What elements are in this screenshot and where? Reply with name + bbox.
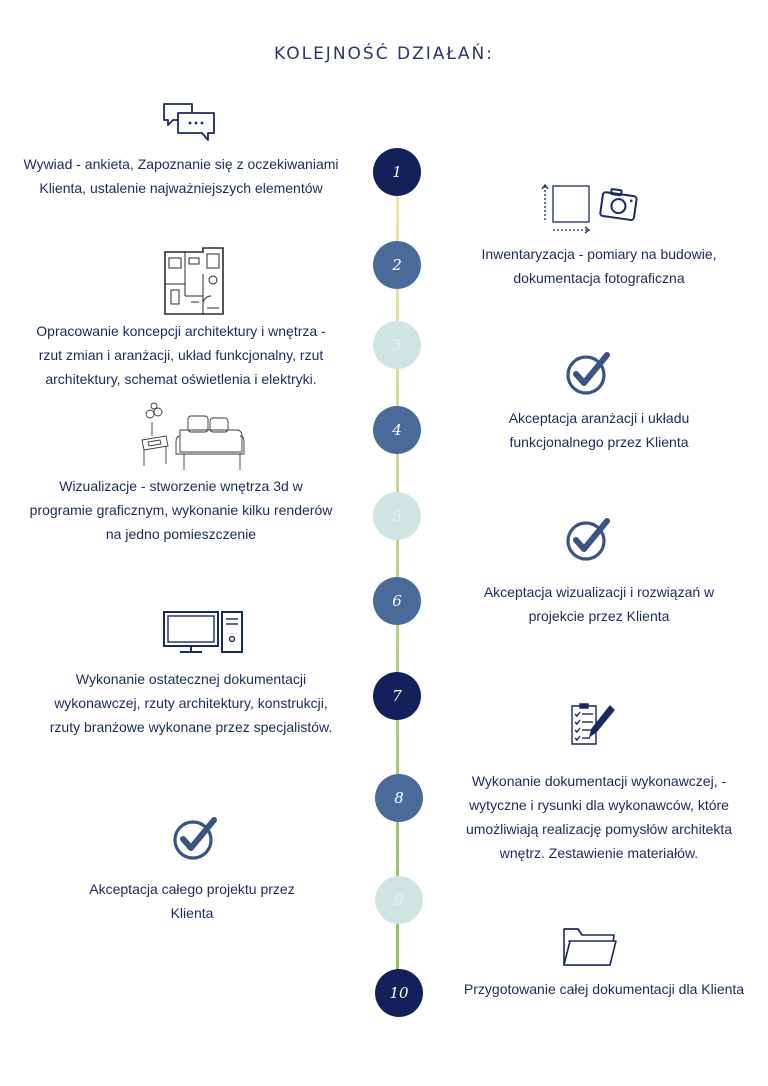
step-text-line: rzuty branżowe wykonane przez specjalist… [49, 719, 333, 735]
step-5-text: Wizualizacje - stworzenie wnętrza 3d w p… [0, 474, 362, 546]
step-9-circle: 9 [375, 876, 423, 924]
step-10-text: Przygotowanie całej dokumentacji dla Kli… [440, 977, 768, 1001]
step-text-line: rzut zmian i aranżacji, układ funkcjonal… [38, 347, 324, 363]
step-9-text: Akceptacja całego projektu przez Klienta [0, 877, 384, 925]
step-2-circle: 2 [373, 241, 421, 289]
step-6-circle: 6 [373, 577, 421, 625]
step-text-line: Wywiad - ankieta, Zapoznanie się z oczek… [23, 156, 339, 172]
step-8-text: Wykonanie dokumentacji wykonawczej, - wy… [430, 769, 768, 865]
sofa-sketch-icon [136, 402, 248, 474]
step-text-line: umożliwiają realizację pomysłów architek… [465, 821, 733, 837]
step-text-line: funkcjonalnego przez Klienta [509, 434, 689, 450]
checkmark-icon [565, 350, 611, 396]
step-3-text: Opracowanie koncepcji architektury i wnę… [0, 319, 362, 391]
measure-camera-icon [540, 182, 640, 234]
step-number: 7 [392, 687, 402, 705]
chat-bubbles-icon [162, 101, 218, 143]
step-number: 2 [392, 256, 402, 274]
computer-icon [162, 609, 246, 655]
step-number: 6 [392, 592, 402, 610]
step-number: 8 [394, 789, 404, 807]
folder-icon [560, 921, 618, 969]
step-text-line: na jedno pomieszczenie [105, 526, 257, 542]
step-text-line: Wykonanie ostatecznej dokumentacji [75, 671, 307, 687]
step-2-text: Inwentaryzacja - pomiary na budowie, dok… [430, 242, 768, 290]
step-5-circle: 5 [373, 492, 421, 540]
floor-plan-icon [163, 244, 227, 316]
checkmark-icon [565, 516, 611, 562]
checkmark-icon [172, 815, 218, 861]
step-1-text: Wywiad - ankieta, Zapoznanie się z oczek… [0, 152, 362, 200]
step-7-text: Wykonanie ostatecznej dokumentacji wykon… [0, 667, 382, 739]
step-text-line: wykonawczej, rzuty architektury, konstru… [54, 695, 328, 711]
step-text-line: architektury, schemat oświetlenia i elek… [45, 371, 317, 387]
step-text-line: wytyczne i rysunki dla wykonawców, które [469, 797, 729, 813]
page-title: KOLEJNOŚĆ DZIAŁAŃ: [274, 44, 494, 64]
step-text-line: Przygotowanie całej dokumentacji dla Kli… [463, 981, 745, 997]
step-text-line: Wizualizacje - stworzenie wnętrza 3d w [59, 478, 303, 494]
step-number: 4 [392, 421, 402, 439]
step-text-line: Klienta [170, 905, 214, 921]
step-number: 1 [392, 163, 402, 181]
step-number: 3 [392, 336, 402, 354]
step-text-line: Inwentaryzacja - pomiary na budowie, [481, 246, 717, 262]
step-text-line: Klienta, ustalenie najważniejszych eleme… [39, 180, 323, 196]
step-text-line: wnętrz. Zestawienie materiałów. [499, 845, 699, 861]
step-text-line: dokumentacja fotograficzna [513, 270, 685, 286]
step-text-line: Wykonanie dokumentacji wykonawczej, - [471, 773, 727, 789]
step-4-circle: 4 [373, 406, 421, 454]
step-10-circle: 10 [375, 969, 423, 1017]
step-text-line: Akceptacja całego projektu przez [89, 881, 295, 897]
step-number: 10 [389, 984, 409, 1002]
step-6-text: Akceptacja wizualizacji i rozwiązań w pr… [430, 580, 768, 628]
step-1-circle: 1 [373, 148, 421, 196]
step-8-circle: 8 [375, 774, 423, 822]
step-text-line: programie graficznym, wykonanie kilku re… [29, 502, 333, 518]
step-number: 9 [394, 891, 404, 909]
step-text-line: Akceptacja wizualizacji i rozwiązań w [483, 584, 715, 600]
step-number: 5 [392, 507, 402, 525]
step-3-circle: 3 [373, 321, 421, 369]
step-text-line: projekcie przez Klienta [528, 608, 670, 624]
step-4-text: Akceptacja aranżacji i układu funkcjonal… [430, 406, 768, 454]
checklist-pen-icon [566, 702, 616, 748]
step-text-line: Opracowanie koncepcji architektury i wnę… [36, 323, 326, 339]
step-7-circle: 7 [373, 672, 421, 720]
step-text-line: Akceptacja aranżacji i układu [508, 410, 690, 426]
